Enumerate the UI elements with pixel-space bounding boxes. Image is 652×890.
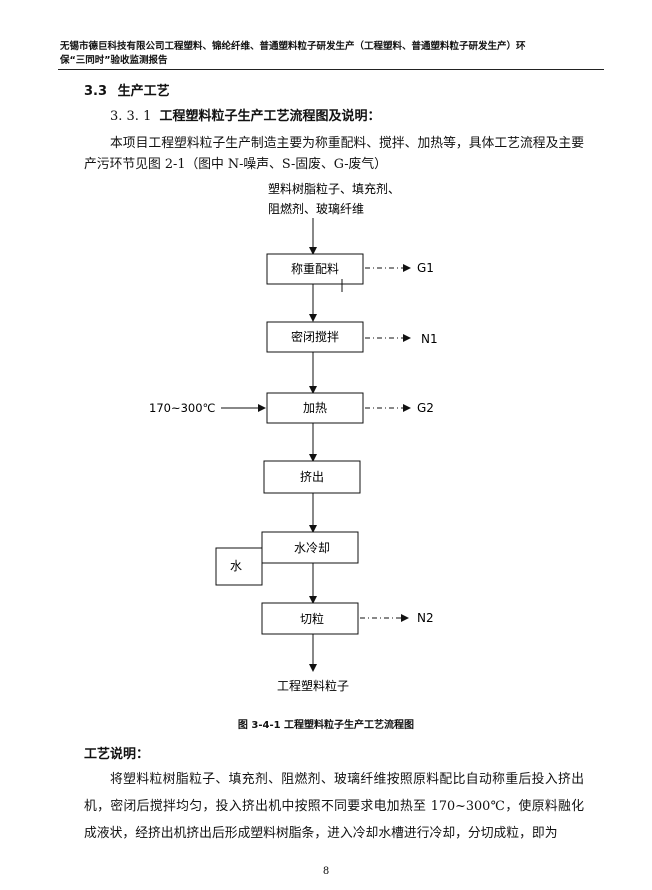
step-mixing-label: 密闭搅拌 <box>291 329 339 344</box>
step-heating-label: 加热 <box>303 401 327 415</box>
intro-paragraph: 本项目工程塑料粒子生产制造主要为称重配料、搅拌、加热等，具体工艺流程及主要产污环… <box>84 136 584 172</box>
emission-n1: N1 <box>421 332 438 346</box>
section-number: 3.3 <box>84 84 108 99</box>
step-water-cooling-label: 水冷却 <box>294 541 330 555</box>
emission-g2: G2 <box>417 401 434 415</box>
report-header: 无锡市德巨科技有限公司工程塑料、锦纶纤维、普通塑料粒子研发生产（工程塑料、普通塑… <box>60 40 600 68</box>
header-rule <box>58 69 604 70</box>
output-product: 工程塑料粒子 <box>277 678 349 693</box>
step-extrusion-label: 挤出 <box>300 469 324 484</box>
input-materials-line-2: 阻燃剂、玻璃纤维 <box>268 201 364 216</box>
section-title: 生产工艺 <box>117 84 170 99</box>
temperature-input-label: 170~300℃ <box>149 401 216 415</box>
emission-g1: G1 <box>417 261 434 275</box>
section-heading: 3.3 生产工艺 <box>84 80 170 99</box>
header-line-1: 无锡市德巨科技有限公司工程塑料、锦纶纤维、普通塑料粒子研发生产（工程塑料、普通塑… <box>60 41 526 52</box>
step-weighing: 称重配料 <box>266 253 364 285</box>
step-mixing: 密闭搅拌 <box>266 321 364 353</box>
water-label: 水 <box>230 559 242 573</box>
step-water-cooling: 水冷却 <box>261 531 359 564</box>
subsection-title: 工程塑料粒子生产工艺流程图及说明： <box>159 109 381 124</box>
figure-caption: 图 3-4-1 工程塑料粒子生产工艺流程图 <box>237 720 415 731</box>
emission-n2: N2 <box>417 611 434 625</box>
step-extrusion: 挤出 <box>263 460 361 494</box>
process-title: 工艺说明： <box>84 747 150 762</box>
water-loop: 水 <box>215 547 263 586</box>
process-paragraph: 将塑料粒树脂粒子、填充剂、阻燃剂、玻璃纤维按照原料配比自动称重后投入挤出机，密闭… <box>84 772 584 841</box>
step-weighing-label: 称重配料 <box>291 262 339 276</box>
subsection-heading: 3. 3. 1 工程塑料粒子生产工艺流程图及说明： <box>110 105 381 124</box>
page-number: 8 <box>322 866 330 877</box>
header-line-2: 保“三同时”验收监测报告 <box>60 55 168 66</box>
step-pelletizing-label: 切粒 <box>300 611 324 626</box>
step-heating: 加热 <box>266 392 364 424</box>
subsection-number: 3. 3. 1 <box>110 109 152 124</box>
input-materials-line-1: 塑料树脂粒子、填充剂、 <box>268 181 400 196</box>
step-pelletizing: 切粒 <box>261 602 359 635</box>
